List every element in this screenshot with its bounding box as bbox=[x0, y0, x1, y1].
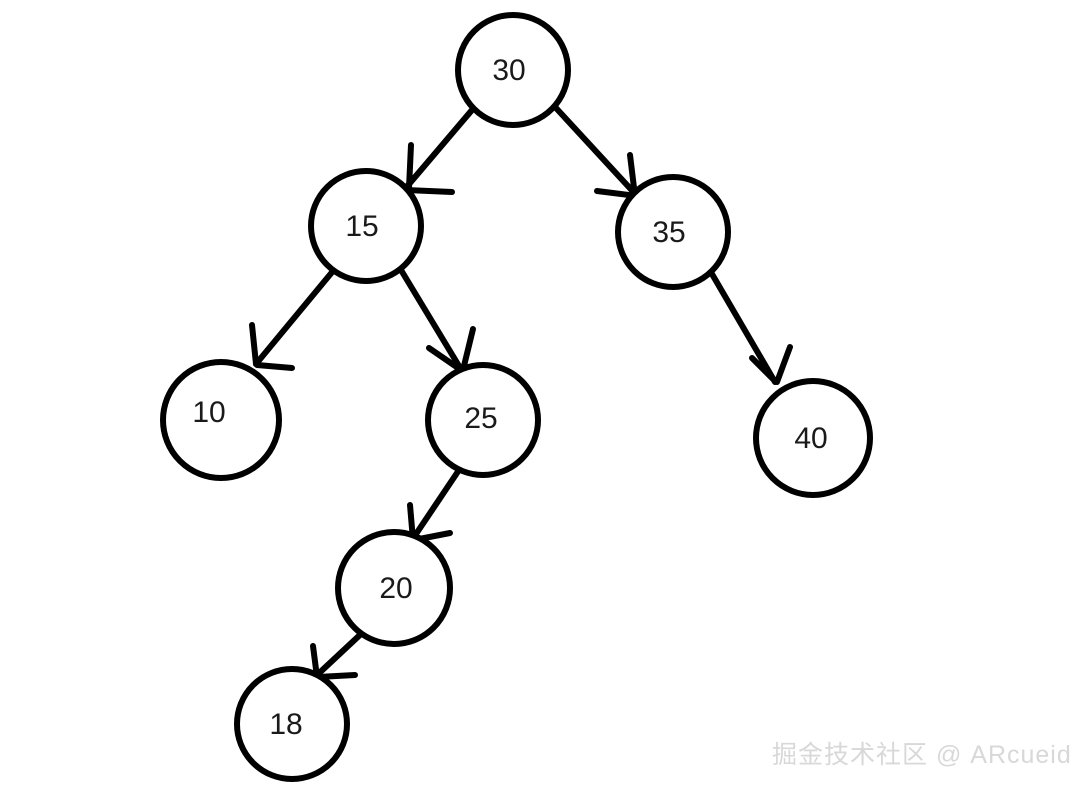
arrowhead-barb-icon bbox=[749, 355, 778, 384]
tree-edge-25-to-20 bbox=[407, 464, 464, 543]
node-circle bbox=[160, 359, 282, 481]
node-circle bbox=[234, 666, 350, 782]
tree-edge-30-to-35 bbox=[553, 105, 641, 200]
node-label: 30 bbox=[492, 54, 525, 87]
tree-edge-30-to-15 bbox=[401, 107, 475, 195]
tree-node-25[interactable]: 25 bbox=[425, 362, 541, 478]
node-circle bbox=[308, 168, 424, 284]
edge-line bbox=[409, 464, 464, 543]
tree-edge-20-to-18 bbox=[310, 630, 365, 680]
tree-node-30[interactable]: 30 bbox=[455, 12, 571, 128]
edge-line bbox=[313, 630, 365, 679]
edge-line bbox=[398, 267, 465, 374]
arrowhead-barb-icon bbox=[254, 362, 295, 371]
arrowhead-barb-icon bbox=[249, 322, 259, 367]
tree-edge-35-to-40 bbox=[709, 271, 793, 385]
node-circle bbox=[425, 362, 541, 478]
arrowhead-barb-icon bbox=[774, 344, 793, 385]
watermark-text: 掘金技术社区 @ ARcueid bbox=[772, 741, 1072, 769]
node-label: 35 bbox=[652, 216, 685, 249]
arrowhead-barb-icon bbox=[426, 345, 464, 373]
node-circle bbox=[615, 174, 731, 290]
edges-group bbox=[249, 105, 793, 680]
node-label: 25 bbox=[464, 402, 497, 435]
node-circle bbox=[455, 12, 571, 128]
tree-node-35[interactable]: 35 bbox=[615, 174, 731, 290]
arrowhead-barb-icon bbox=[406, 142, 414, 191]
edge-line bbox=[401, 107, 475, 193]
edge-line bbox=[553, 105, 641, 200]
node-label: 40 bbox=[794, 422, 827, 455]
node-circle bbox=[335, 529, 453, 647]
node-label: 20 bbox=[379, 572, 412, 605]
tree-edge-15-to-25 bbox=[398, 267, 476, 374]
node-label: 15 bbox=[345, 210, 378, 243]
tree-node-20[interactable]: 20 bbox=[335, 529, 453, 647]
node-circle bbox=[753, 378, 873, 498]
nodes-group: 30 15 35 10 25 40 20 18 bbox=[160, 12, 873, 782]
arrowhead-barb-icon bbox=[460, 326, 476, 373]
arrowhead-barb-icon bbox=[403, 187, 455, 195]
tree-node-15[interactable]: 15 bbox=[308, 168, 424, 284]
tree-edge-15-to-10 bbox=[249, 268, 336, 371]
tree-node-40[interactable]: 40 bbox=[753, 378, 873, 498]
node-label: 10 bbox=[192, 396, 225, 429]
node-label: 18 bbox=[269, 708, 302, 741]
tree-node-10[interactable]: 10 bbox=[160, 359, 282, 481]
edge-line bbox=[709, 271, 778, 385]
edge-line bbox=[253, 268, 336, 367]
tree-node-18[interactable]: 18 bbox=[234, 666, 350, 782]
